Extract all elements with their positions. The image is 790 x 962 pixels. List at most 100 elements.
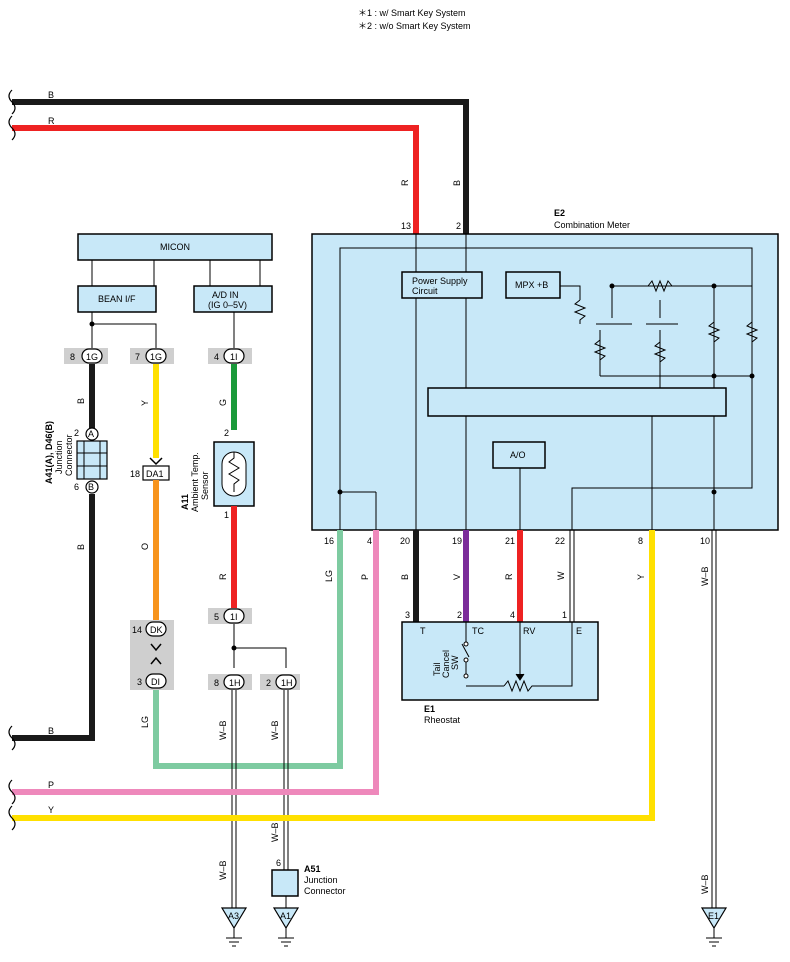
- tail-cancel-sw-label: Tail Cancel SW: [432, 650, 460, 678]
- svg-text:3: 3: [137, 677, 142, 687]
- split-dot-1h: [231, 645, 237, 651]
- wire-wb-e1-ground: [711, 530, 717, 908]
- wire-label-r-vertical: R: [400, 179, 410, 186]
- bean-split-line: [91, 312, 157, 348]
- svg-text:Y: Y: [636, 574, 646, 580]
- wire-label-o-left: O: [140, 543, 150, 550]
- wire-label-lg-left: LG: [140, 716, 150, 728]
- wire-label-y-left: Y: [140, 400, 150, 406]
- svg-text:TC: TC: [472, 626, 484, 636]
- e2-pin-2: 2: [456, 221, 461, 231]
- wire-label-b-left-2: B: [76, 544, 86, 550]
- svg-text:2: 2: [224, 428, 229, 438]
- power-supply-circuit-box: [401, 271, 483, 299]
- rheostat-terminals: T TC RV E: [420, 626, 582, 636]
- svg-text:Cancel: Cancel: [441, 650, 451, 678]
- wire-label-wb-c: W–B: [218, 860, 228, 880]
- svg-text:18: 18: [130, 469, 140, 479]
- meter-resistors: [573, 279, 759, 363]
- svg-text:A51: A51: [304, 864, 321, 874]
- svg-text:B: B: [88, 482, 94, 492]
- svg-text:1G: 1G: [86, 352, 98, 362]
- power-supply-label-1: Power Supply: [412, 276, 468, 286]
- svg-text:SW: SW: [450, 655, 460, 670]
- svg-text:16: 16: [324, 536, 334, 546]
- svg-text:21: 21: [505, 536, 515, 546]
- svg-text:6: 6: [74, 482, 79, 492]
- rheostat-switch-contact-bottom: [463, 657, 469, 663]
- svg-text:1: 1: [562, 610, 567, 620]
- svg-text:DK: DK: [150, 625, 163, 635]
- e1-name: Rheostat: [424, 715, 461, 725]
- wire-b-bottom-break: [8, 725, 16, 751]
- e2-code: E2: [554, 208, 565, 218]
- ao-label: A/O: [510, 450, 526, 460]
- svg-text:14: 14: [132, 625, 142, 635]
- connector-1h-pin2: 2 1H: [260, 674, 300, 690]
- wire-y-break: [8, 805, 16, 831]
- mpx-b-label: MPX +B: [515, 280, 548, 290]
- svg-text:4: 4: [214, 352, 219, 362]
- connector-1g-pin8: 8 1G: [64, 348, 108, 364]
- svg-text:R: R: [504, 573, 514, 580]
- svg-text:8: 8: [214, 678, 219, 688]
- connector-1h-pin8: 8 1H: [208, 674, 252, 690]
- svg-text:19: 19: [452, 536, 462, 546]
- ground-a3: A3: [220, 907, 248, 947]
- svg-text:Connector: Connector: [64, 434, 74, 476]
- svg-text:22: 22: [555, 536, 565, 546]
- ad-in-label-1: A/D IN: [212, 290, 239, 300]
- connector-1g-pin7: 7 1G: [130, 348, 174, 364]
- svg-text:1G: 1G: [150, 352, 162, 362]
- svg-text:Ambient Temp.: Ambient Temp.: [190, 452, 200, 512]
- svg-text:W–B: W–B: [700, 566, 710, 586]
- svg-text:Sensor: Sensor: [200, 471, 210, 500]
- connector-1i-pin5: 5 1I: [208, 608, 252, 624]
- svg-text:A41(A), D46(B): A41(A), D46(B): [44, 421, 54, 484]
- svg-text:W: W: [556, 571, 566, 580]
- wire-p-break: [8, 779, 16, 805]
- note-no-smart-key: ＊2 : w/o Smart Key System: [358, 21, 471, 31]
- wire-label-r-mid: R: [218, 573, 228, 580]
- svg-text:1: 1: [224, 510, 229, 520]
- svg-text:DA1: DA1: [146, 469, 164, 479]
- micon-label: MICON: [160, 242, 190, 252]
- svg-text:T: T: [420, 626, 426, 636]
- svg-text:DI: DI: [151, 677, 160, 687]
- meter-bottom-pins: 16 4 20 19 21 22 8 10: [324, 536, 710, 546]
- e2-name: Combination Meter: [554, 220, 630, 230]
- svg-text:8: 8: [70, 352, 75, 362]
- svg-text:2: 2: [457, 610, 462, 620]
- svg-text:E: E: [576, 626, 582, 636]
- svg-text:2: 2: [266, 678, 271, 688]
- bean-if-label: BEAN I/F: [98, 294, 136, 304]
- wire-label-p-left: P: [48, 780, 54, 790]
- svg-text:5: 5: [214, 612, 219, 622]
- wire-label-b-left: B: [76, 398, 86, 404]
- power-supply-label-2: Circuit: [412, 286, 438, 296]
- svg-text:P: P: [360, 574, 370, 580]
- svg-text:A3: A3: [228, 911, 239, 921]
- wire-wb-a3: [231, 690, 237, 908]
- svg-text:A: A: [88, 429, 94, 439]
- micon-internal-lines: [91, 260, 261, 286]
- wire-wb-a51: [283, 690, 289, 870]
- meter-bottom-wire-labels: LG P B V R W Y W–B: [324, 566, 710, 586]
- connector-1i-pin4: 4 1I: [208, 348, 252, 364]
- svg-text:20: 20: [400, 536, 410, 546]
- micon-box: [77, 233, 273, 261]
- ambient-temp-sensor: 2 1 A11 Ambient Temp. Sensor: [180, 428, 255, 520]
- rheostat-internal: [461, 622, 573, 693]
- svg-text:LG: LG: [324, 570, 334, 582]
- ao-box: [492, 441, 546, 469]
- wire-label-r-top: R: [48, 116, 55, 126]
- meter-bus-bar: [427, 387, 727, 417]
- e2-pin-13: 13: [401, 221, 411, 231]
- wire-label-b-vertical: B: [452, 180, 462, 186]
- wire-label-g: G: [218, 399, 228, 406]
- junction-connector-a41: A 2 B 6 A41(A), D46(B) Junction Connecto…: [44, 421, 108, 494]
- bean-junction-dot: [89, 321, 95, 327]
- ground-a1: A1: [272, 907, 300, 947]
